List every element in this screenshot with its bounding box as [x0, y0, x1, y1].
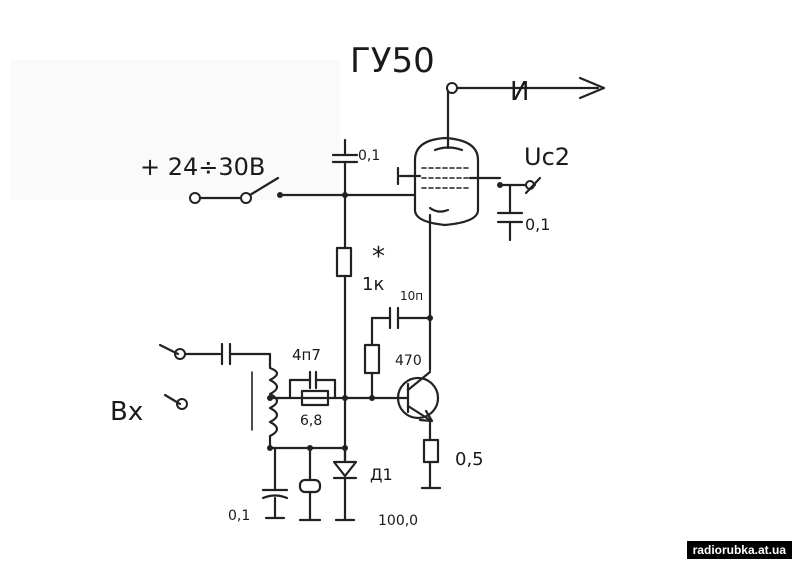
input-terminal-bottom	[176, 398, 188, 410]
diode-d1	[332, 460, 358, 478]
input-label: Вх	[110, 397, 143, 427]
cap-bottom-left-label: 0,1	[228, 508, 250, 524]
screen-voltage-label: Uс2	[524, 143, 570, 171]
res-05-label: 0,5	[455, 449, 484, 470]
resistor-05	[422, 438, 440, 464]
cap-100-label: 100,0	[378, 513, 418, 529]
transistor	[370, 370, 440, 423]
res-68-label: 6,8	[300, 413, 322, 429]
output-label: И	[510, 77, 529, 107]
supply-terminal	[189, 192, 201, 204]
scan-artifact	[10, 60, 340, 200]
cap-top-label: 0,1	[358, 148, 380, 164]
switch-blade	[248, 176, 280, 197]
supply-label: + 24÷30В	[140, 153, 265, 181]
resistor-68	[300, 389, 330, 407]
cap-4n7-label: 4п7	[292, 346, 321, 364]
inductor-coil	[268, 352, 279, 450]
anode-terminal	[446, 82, 458, 94]
res-470-label: 470	[395, 353, 422, 369]
diode-label: Д1	[370, 465, 393, 484]
resistor-470	[363, 343, 381, 375]
res-1k-label: 1к	[362, 274, 384, 295]
cap-10n-label: 10п	[400, 289, 423, 303]
tube-gu50	[413, 86, 480, 227]
output-arrow-icon	[578, 76, 606, 100]
watermark: radiorubka.at.ua	[686, 541, 792, 559]
res-1k-star: *	[372, 242, 385, 272]
cap-screen-label: 0,1	[525, 215, 550, 234]
resistor-1k	[335, 246, 353, 278]
switch-contact	[240, 192, 252, 204]
tube-label: ГУ50	[350, 41, 435, 81]
